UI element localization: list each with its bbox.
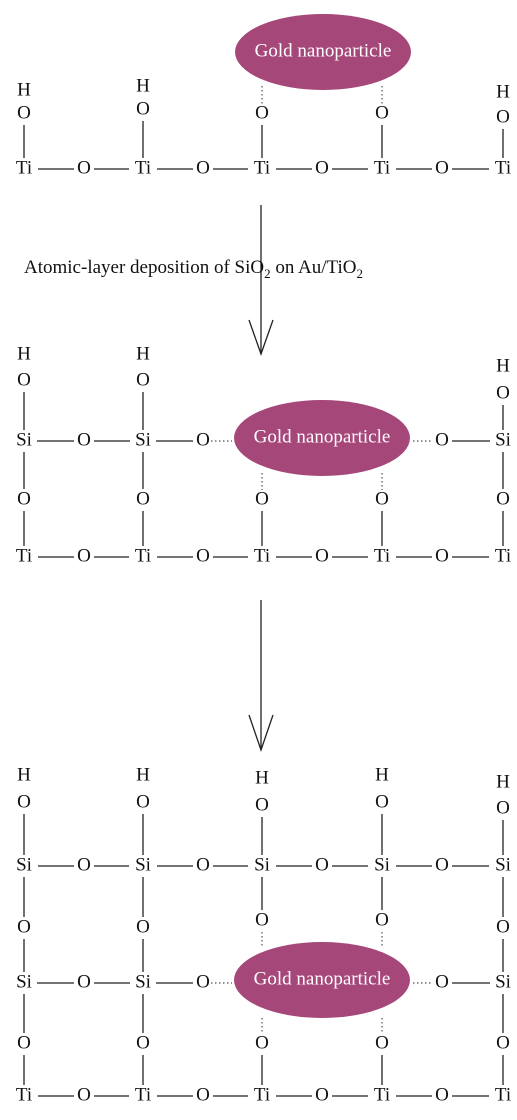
- gold-nanoparticle-3-label: Gold nanoparticle: [254, 968, 391, 989]
- atom-si-chain: Si: [135, 854, 151, 875]
- atom-o-bridge: O: [196, 545, 210, 566]
- atom-o-bridge: O: [315, 854, 329, 875]
- atom-o-bridge: O: [435, 971, 449, 992]
- atom-o-bridge: O: [136, 488, 150, 509]
- atom-o-hydroxyl: O: [255, 488, 269, 509]
- atom-o-hydroxyl: O: [255, 102, 269, 123]
- atom-o-bridge: O: [435, 854, 449, 875]
- atom-si: Si: [495, 429, 511, 450]
- atom-o-bridge: O: [196, 854, 210, 875]
- atom-o-bridge: O: [196, 157, 210, 178]
- atom-o-hydroxyl: O: [255, 794, 269, 815]
- atom-ti-chain: Ti: [374, 157, 390, 178]
- atom-o-bridge: O: [17, 916, 31, 937]
- atom-ti-chain: Ti: [16, 545, 32, 566]
- atom-o-hydroxyl: O: [496, 106, 510, 127]
- atom-o-bridge: O: [315, 1084, 329, 1105]
- atom-ti-chain: Ti: [374, 545, 390, 566]
- step-caption: Atomic-layer deposition of SiO2 on Au/Ti…: [24, 257, 363, 281]
- atom-ti-chain: Ti: [16, 157, 32, 178]
- atom-ti-chain: Ti: [374, 1084, 390, 1105]
- atom-o-bridge: O: [196, 1084, 210, 1105]
- gold-nanoparticle-1-label: Gold nanoparticle: [255, 40, 392, 61]
- atom-h: H: [136, 75, 150, 96]
- atom-o-hydroxyl: O: [17, 369, 31, 390]
- atom-o-bridge: O: [315, 545, 329, 566]
- atom-o-hydroxyl: O: [375, 791, 389, 812]
- atom-o-bridge: O: [136, 916, 150, 937]
- gold-nanoparticle-2-label: Gold nanoparticle: [254, 426, 391, 447]
- atom-o-bridge: O: [17, 1032, 31, 1053]
- gold-nanoparticle-1: [235, 14, 411, 90]
- atom-o-bridge: O: [435, 1084, 449, 1105]
- atom-o-hydroxyl: O: [136, 791, 150, 812]
- atom-o-hydroxyl: O: [17, 791, 31, 812]
- atom-ti-chain: Ti: [135, 157, 151, 178]
- atom-h: H: [496, 355, 510, 376]
- atom-h: H: [17, 343, 31, 364]
- atom-si: Si: [495, 971, 511, 992]
- atom-h: H: [17, 764, 31, 785]
- atom-o-bridge: O: [196, 429, 210, 450]
- gold-nanoparticle-3: [234, 942, 410, 1018]
- atom-si: Si: [135, 429, 151, 450]
- atom-h: H: [375, 764, 389, 785]
- atom-ti-chain: Ti: [135, 1084, 151, 1105]
- atom-o-bridge: O: [77, 545, 91, 566]
- atom-o-hydroxyl: O: [375, 102, 389, 123]
- atom-h: H: [255, 767, 269, 788]
- atom-o-bridge: O: [77, 1084, 91, 1105]
- atom-ti-chain: Ti: [495, 545, 511, 566]
- atom-o-bridge: O: [435, 429, 449, 450]
- atom-o-hydroxyl: O: [17, 102, 31, 123]
- arrow-step-1: [248, 205, 274, 356]
- atom-ti-chain: Ti: [254, 157, 270, 178]
- atom-o-bridge: O: [77, 157, 91, 178]
- atom-si: Si: [16, 971, 32, 992]
- arrow-step-2: [248, 600, 274, 753]
- atom-h: H: [496, 771, 510, 792]
- atom-ti-chain: Ti: [254, 545, 270, 566]
- atom-h: H: [136, 343, 150, 364]
- atom-o-bridge: O: [196, 971, 210, 992]
- atom-o-hydroxyl: O: [496, 797, 510, 818]
- atom-si-chain: Si: [254, 854, 270, 875]
- atom-ti-chain: Ti: [495, 1084, 511, 1105]
- atom-si-chain: Si: [16, 854, 32, 875]
- atom-o-hydroxyl: O: [136, 98, 150, 119]
- atom-ti-chain: Ti: [135, 545, 151, 566]
- atom-o-bridge: O: [77, 854, 91, 875]
- atom-o-hydroxyl: O: [136, 369, 150, 390]
- atom-o-bridge: O: [136, 1032, 150, 1053]
- atom-ti-chain: Ti: [16, 1084, 32, 1105]
- atom-o-bridge: O: [255, 909, 269, 930]
- atom-si-chain: Si: [374, 854, 390, 875]
- atom-h: H: [136, 764, 150, 785]
- atom-si: Si: [16, 429, 32, 450]
- atom-ti-chain: Ti: [254, 1084, 270, 1105]
- atom-o-hydroxyl: O: [255, 1032, 269, 1053]
- atom-ti-chain: Ti: [495, 157, 511, 178]
- atom-o-bridge: O: [496, 488, 510, 509]
- atom-o-bridge: O: [375, 909, 389, 930]
- atom-h: H: [496, 81, 510, 102]
- atom-o-bridge: O: [435, 157, 449, 178]
- atom-o-bridge: O: [315, 157, 329, 178]
- atom-o-hydroxyl: O: [375, 1032, 389, 1053]
- atom-si-chain: Si: [495, 854, 511, 875]
- atom-o-bridge: O: [496, 1032, 510, 1053]
- atom-o-bridge: O: [496, 916, 510, 937]
- atom-h: H: [17, 79, 31, 100]
- atom-o-bridge: O: [77, 971, 91, 992]
- atom-o-bridge: O: [435, 545, 449, 566]
- atom-o-bridge: O: [17, 488, 31, 509]
- atom-o-bridge: O: [77, 429, 91, 450]
- atom-o-hydroxyl: O: [375, 488, 389, 509]
- atom-si: Si: [135, 971, 151, 992]
- atom-o-hydroxyl: O: [496, 382, 510, 403]
- gold-nanoparticle-2: [234, 400, 410, 476]
